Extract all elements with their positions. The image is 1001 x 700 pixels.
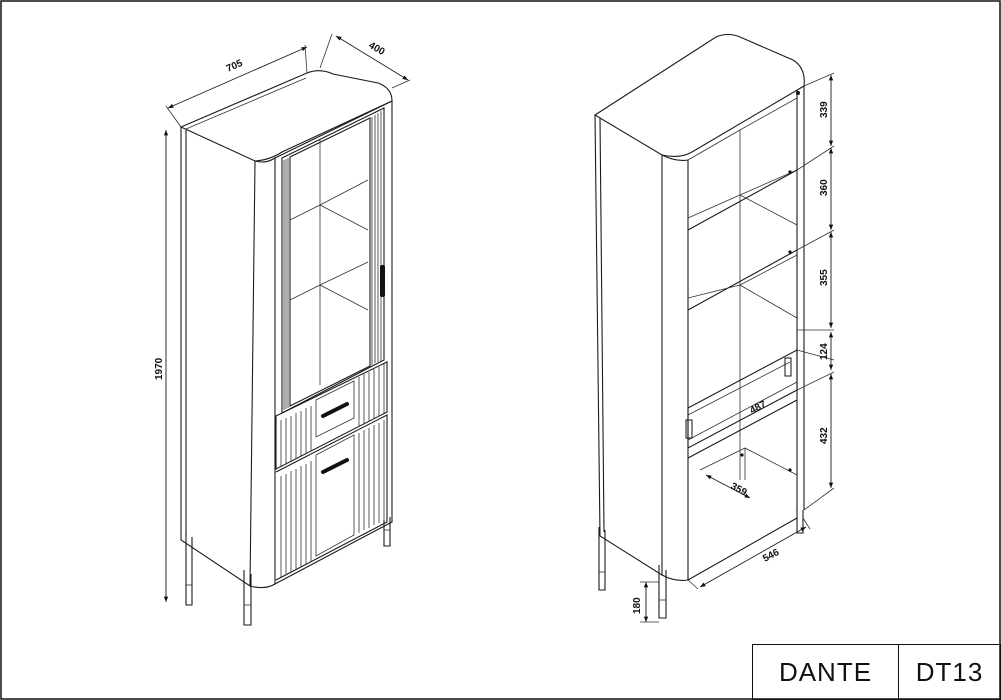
product-code-cell: DT13 — [898, 644, 1001, 700]
dim-depth-label: 400 — [367, 40, 387, 58]
cabinet-legs-open — [598, 510, 804, 619]
dim-leg-height-label: 180 — [632, 597, 643, 614]
drawer-handle-bottom — [321, 458, 349, 474]
dim-lower-compartment-label: 432 — [819, 427, 830, 444]
product-name-cell: DANTE — [752, 644, 899, 700]
dim-drawer-gap-label: 124 — [819, 343, 830, 360]
dim-width-label: 705 — [225, 58, 245, 75]
cabinet-front-view — [179, 70, 393, 626]
dim-height-label: 1970 — [154, 357, 165, 380]
dim-shelf-3-label: 355 — [819, 269, 830, 286]
dim-shelf-2-label: 360 — [819, 179, 830, 196]
cabinet-legs — [185, 517, 391, 626]
drawer-handle-top — [321, 402, 349, 418]
door-handle — [380, 265, 385, 297]
dim-shelf-1-label: 339 — [819, 101, 830, 118]
dim-inner-width-label: 546 — [761, 547, 781, 565]
dim-drawer-width-label: 487 — [748, 399, 768, 417]
cabinet-open-view — [593, 33, 805, 619]
